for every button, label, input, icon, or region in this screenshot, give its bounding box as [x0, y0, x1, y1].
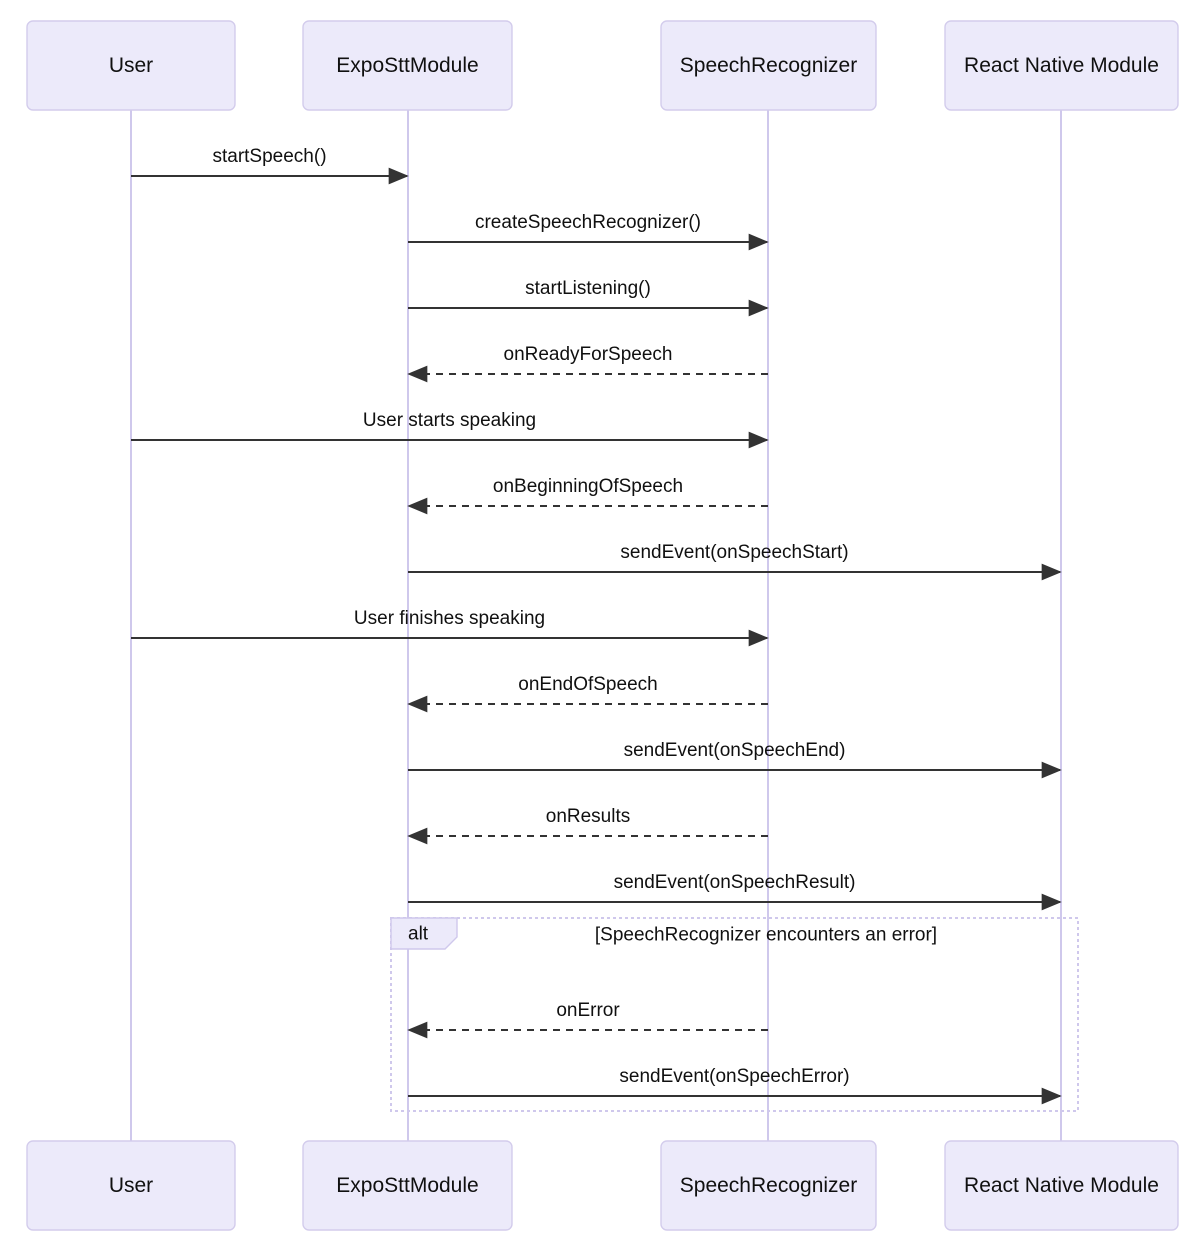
messages-layer: startSpeech() createSpeechRecognizer() sta… — [131, 146, 1062, 1105]
message-10: onResults — [407, 806, 768, 845]
message-label: onEndOfSpeech — [518, 674, 657, 695]
message-label: onReadyForSpeech — [504, 344, 673, 365]
actor-box[interactable] — [26, 20, 236, 111]
actor-rnmodule-header[interactable]: React Native Module — [944, 20, 1179, 111]
alt-frame — [390, 917, 1079, 1112]
message-label: onResults — [546, 806, 631, 827]
message-label: startListening() — [525, 278, 651, 299]
actor-label: SpeechRecognizer — [680, 1174, 857, 1197]
message-5: onBeginningOfSpeech — [407, 476, 768, 515]
actor-user-header[interactable]: User — [26, 20, 236, 111]
actor-box[interactable] — [302, 20, 513, 111]
message-12: onError — [407, 1000, 768, 1039]
actor-box[interactable] — [302, 1140, 513, 1231]
actor-label: ExpoSttModule — [336, 1174, 478, 1197]
message-label: sendEvent(onSpeechResult) — [614, 872, 856, 893]
message-1: createSpeechRecognizer() — [408, 212, 769, 251]
fragments-layer: alt [SpeechRecognizer encounters an error… — [390, 917, 1079, 1112]
actor-label: SpeechRecognizer — [680, 54, 857, 77]
lifelines-layer — [130, 110, 1062, 1141]
actor-box[interactable] — [944, 20, 1179, 111]
actor-header-layer: User ExpoSttModule SpeechRecognizer React N… — [26, 20, 1179, 111]
actor-label: User — [109, 54, 153, 77]
message-label: createSpeechRecognizer() — [475, 212, 701, 233]
message-label: startSpeech() — [212, 146, 326, 167]
message-label: sendEvent(onSpeechError) — [619, 1066, 849, 1087]
message-label: sendEvent(onSpeechStart) — [620, 542, 848, 563]
alt-tab-shape — [390, 917, 458, 950]
message-11: sendEvent(onSpeechResult) — [408, 872, 1062, 911]
message-4: User starts speaking — [131, 410, 769, 449]
actor-recognizer-header[interactable]: SpeechRecognizer — [660, 20, 877, 111]
actor-rnmodule-footer[interactable]: React Native Module — [944, 1140, 1179, 1231]
actor-label: React Native Module — [964, 54, 1159, 77]
actor-expo-header[interactable]: ExpoSttModule — [302, 20, 513, 111]
message-label: onError — [556, 1000, 620, 1021]
alt-condition-label: [SpeechRecognizer encounters an error] — [595, 925, 937, 946]
actor-footer-layer: User ExpoSttModule SpeechRecognizer React N… — [26, 1140, 1179, 1231]
actor-expo-footer[interactable]: ExpoSttModule — [302, 1140, 513, 1231]
actor-user-footer[interactable]: User — [26, 1140, 236, 1231]
fragment-alt: alt [SpeechRecognizer encounters an error… — [390, 917, 1079, 1112]
actor-box[interactable] — [26, 1140, 236, 1231]
message-7: User finishes speaking — [131, 608, 769, 647]
message-3: onReadyForSpeech — [407, 344, 768, 383]
actor-box[interactable] — [660, 1140, 877, 1231]
message-2: startListening() — [408, 278, 769, 317]
message-6: sendEvent(onSpeechStart) — [408, 542, 1062, 581]
actor-label: ExpoSttModule — [336, 54, 478, 77]
message-label: sendEvent(onSpeechEnd) — [624, 740, 846, 761]
actor-recognizer-footer[interactable]: SpeechRecognizer — [660, 1140, 877, 1231]
message-label: User finishes speaking — [354, 608, 545, 629]
actor-label: React Native Module — [964, 1174, 1159, 1197]
message-0: startSpeech() — [131, 146, 409, 185]
message-8: onEndOfSpeech — [407, 674, 768, 713]
message-label: User starts speaking — [363, 410, 536, 431]
message-9: sendEvent(onSpeechEnd) — [408, 740, 1062, 779]
actor-label: User — [109, 1174, 153, 1197]
message-13: sendEvent(onSpeechError) — [408, 1066, 1062, 1105]
actor-box[interactable] — [944, 1140, 1179, 1231]
alt-tab-label: alt — [408, 924, 429, 945]
message-label: onBeginningOfSpeech — [493, 476, 683, 497]
actor-box[interactable] — [660, 20, 877, 111]
